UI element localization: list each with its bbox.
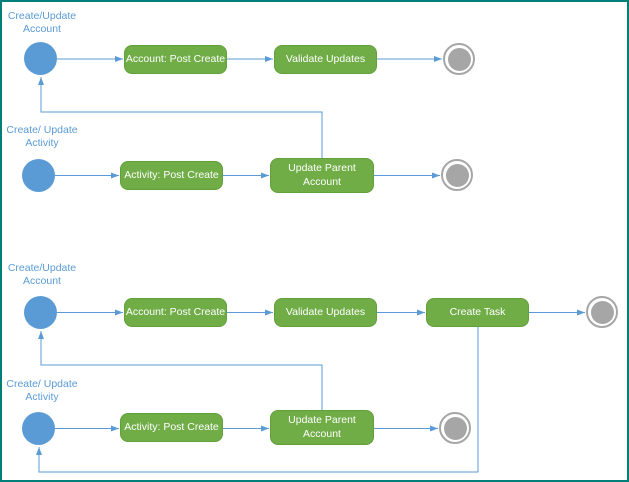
step-label: Activity: Post Create	[124, 168, 219, 181]
label-line: Account	[23, 275, 61, 288]
step-label: Create Task	[449, 305, 506, 318]
step-label: Validate Updates	[285, 52, 366, 65]
step-create-task-bottom: Create Task	[426, 298, 529, 327]
start-node-bottom-activity	[22, 412, 55, 445]
end-node-top-activity	[441, 159, 473, 191]
label-bottom-activity-start: Create/ Update Activity	[4, 378, 80, 404]
step-account-post-create-bottom: Account: Post Create	[124, 298, 227, 327]
end-node-bottom-account	[586, 296, 618, 328]
label-bottom-account-start: Create/Update Account	[4, 262, 80, 288]
start-node-top-account	[24, 42, 57, 75]
end-node-core	[445, 163, 469, 187]
start-node-top-activity	[22, 159, 55, 192]
end-node-core	[447, 47, 471, 71]
end-node-bottom-activity	[439, 412, 471, 444]
step-update-parent-account-top: Update Parent Account	[270, 158, 374, 193]
step-label: Update Parent Account	[288, 161, 356, 188]
label-top-account-start: Create/Update Account	[4, 10, 80, 36]
connector-bottom-updateparent-to-account-start	[38, 331, 323, 410]
end-node-top-account	[443, 43, 475, 75]
label-line: Create/ Update	[6, 124, 78, 136]
label-line: Create/Update	[7, 10, 77, 22]
step-activity-post-create-bottom: Activity: Post Create	[120, 413, 223, 442]
end-node-core	[590, 300, 614, 324]
end-node-core	[443, 416, 467, 440]
label-line: Create/ Update	[6, 378, 78, 390]
label-line: Account	[23, 23, 61, 36]
step-label: Validate Updates	[285, 305, 366, 318]
step-label: Account: Post Create	[125, 52, 226, 65]
step-label: Account: Post Create	[125, 305, 226, 318]
connector-top-updateparent-to-account-start	[38, 77, 323, 158]
step-activity-post-create-top: Activity: Post Create	[120, 161, 223, 190]
label-line: Activity	[25, 137, 59, 150]
label-line: Activity	[25, 391, 59, 404]
step-label: Activity: Post Create	[124, 420, 219, 433]
step-label: Update Parent Account	[288, 413, 356, 440]
step-validate-updates-top: Validate Updates	[274, 45, 377, 74]
label-top-activity-start: Create/ Update Activity	[4, 124, 80, 150]
step-account-post-create-top: Account: Post Create	[124, 45, 227, 74]
start-node-bottom-account	[24, 296, 57, 329]
connector-bottom-createtask-to-activity-start	[36, 327, 479, 473]
step-validate-updates-bottom: Validate Updates	[274, 298, 377, 327]
step-update-parent-account-bottom: Update Parent Account	[270, 410, 374, 445]
label-line: Create/Update	[7, 262, 77, 274]
